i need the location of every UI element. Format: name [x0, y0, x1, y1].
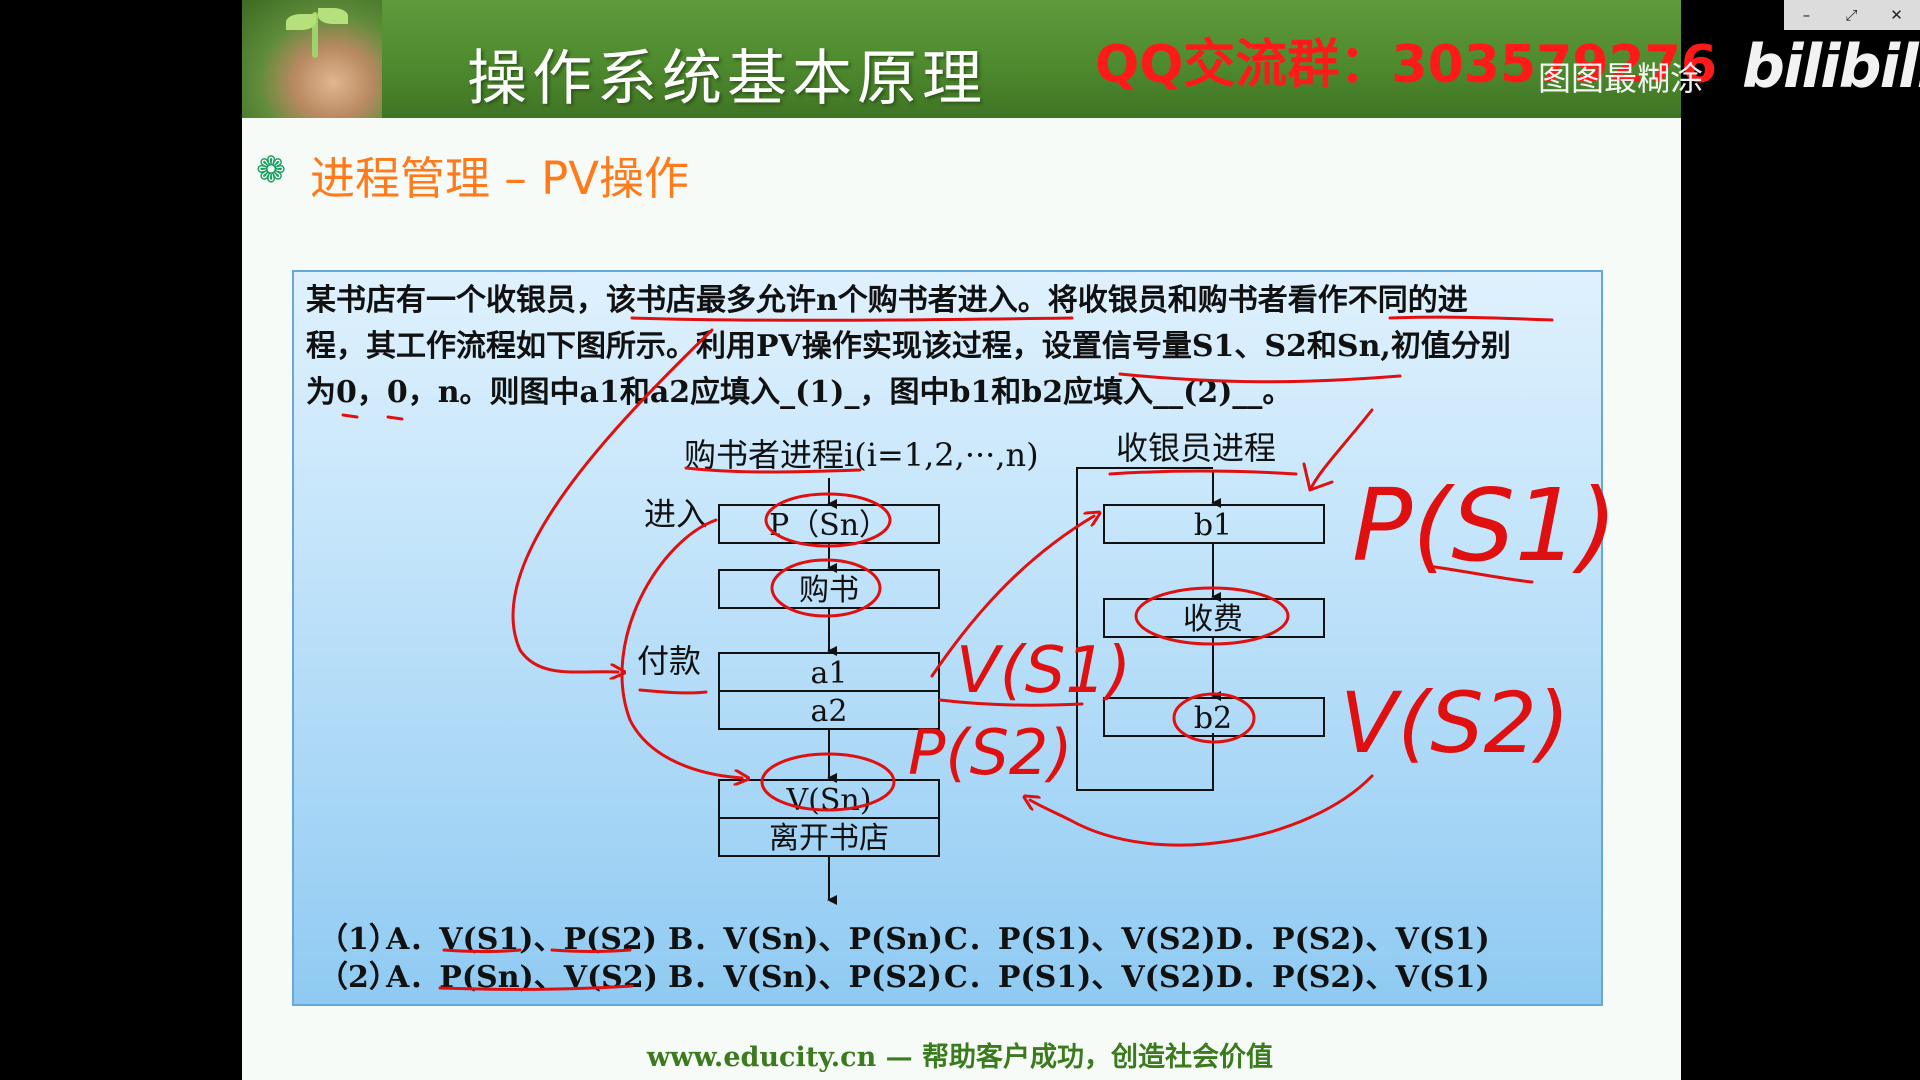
- circle-b2: [1172, 692, 1256, 744]
- bilibili-logo: bilibili: [1742, 32, 1920, 102]
- q1-option-d: D．P(S2)、V(S1): [1216, 922, 1490, 957]
- problem-line-1: 某书店有一个收银员，该书店最多允许n个购书者进入。将收银员和购书者看作不同的进: [306, 283, 1468, 318]
- step-b2: b2: [1194, 701, 1232, 736]
- uploader-watermark: 图图最糊涂: [1538, 59, 1703, 98]
- box-b2: [1103, 697, 1325, 737]
- arrow-to-a2: [1030, 774, 1374, 847]
- close-button[interactable]: ✕: [1890, 6, 1903, 24]
- qq-group-watermark: QQ交流群：303579276: [1095, 35, 1718, 95]
- minimize-button[interactable]: –: [1802, 6, 1811, 24]
- q2-option-c: C．P(S1)、V(S2): [944, 960, 1216, 995]
- step-p-sn: P（Sn）: [769, 508, 889, 543]
- cashier-process-title: 收银员进程: [1116, 429, 1276, 467]
- flower-bullet-icon: ❁: [256, 150, 287, 191]
- right-letterbox: [1681, 0, 1920, 1080]
- slide-footer: www.educity.cn — 帮助客户成功，创造社会价值: [646, 1042, 1274, 1073]
- problem-statement: 某书店有一个收银员，该书店最多允许n个购书者进入。将收银员和购书者看作不同的进 …: [306, 278, 1596, 416]
- circle-buy: [770, 558, 882, 618]
- underline-semaphores: [1118, 372, 1402, 384]
- arrow-to-pay: [511, 328, 714, 672]
- underline-p-s1: [1426, 564, 1534, 584]
- q2-option-a: A．P(Sn)、V(S2): [386, 960, 658, 995]
- underline-pay: [638, 688, 708, 695]
- handwritten-p-s2: P(S2): [908, 716, 1073, 789]
- underline-initial-values: [341, 413, 404, 421]
- label-pay: 付款: [637, 642, 701, 680]
- question-box: [292, 270, 1603, 1006]
- underline-between-processes: [938, 698, 1084, 707]
- handwritten-v-s2: V(S2): [1340, 674, 1570, 772]
- arrow-to-v-sn: [620, 518, 742, 778]
- q2-option-d: D．P(S2)、V(S1): [1216, 960, 1490, 995]
- section-heading: 进程管理 – PV操作: [310, 152, 690, 205]
- window-controls: – ⤢ ✕: [1784, 0, 1920, 30]
- step-buy-books: 购书: [799, 573, 859, 608]
- step-charge: 收费: [1183, 602, 1243, 637]
- step-a2: a2: [811, 694, 848, 729]
- underline-cashier-title: [1108, 469, 1298, 476]
- problem-line-2: 程，其工作流程如下图所示。利用PV操作实现该过程，设置信号量S1、S2和Sn,初…: [306, 329, 1511, 364]
- restore-button[interactable]: ⤢: [1845, 6, 1858, 24]
- label-enter: 进入: [644, 495, 708, 533]
- circle-charge: [1134, 586, 1290, 646]
- left-letterbox: [0, 0, 242, 1080]
- sprout-in-hands-image: [242, 0, 382, 118]
- arrow-to-b1-right: [1302, 408, 1374, 492]
- step-b1: b1: [1194, 508, 1232, 543]
- handwritten-labels: P(S1) V(S1) P(S2) V(S2): [908, 467, 1617, 789]
- circle-p-sn: [764, 492, 892, 548]
- circle-v-sn: [760, 752, 896, 812]
- q1-option-b: B．V(Sn)、P(Sn): [668, 922, 943, 957]
- handwritten-annotations: [341, 315, 1554, 847]
- q1-option-c: C．P(S1)、V(S2): [944, 922, 1216, 957]
- buyer-process-title: 购书者进程i(i=1,2,···,n): [684, 436, 1039, 474]
- step-a1: a1: [811, 656, 848, 691]
- problem-line-3: 为0，0，n。则图中a1和a2应填入_(1)_，图中b1和b2应填入__(2)_…: [306, 375, 1293, 410]
- q2-option-b: B．V(Sn)、P(S2): [668, 960, 942, 995]
- course-title: 操作系统基本原理: [467, 44, 987, 114]
- underline-different: [1388, 315, 1554, 322]
- handwritten-v-s1: V(S1): [956, 634, 1131, 708]
- q2-number: （2）: [318, 960, 399, 995]
- underline-buyer-title: [684, 466, 862, 474]
- q1-number: （1）: [318, 922, 399, 957]
- step-leave-store: 离开书店: [769, 821, 889, 856]
- step-v-sn: V(Sn): [786, 783, 872, 818]
- arrow-to-b1: [930, 516, 1094, 678]
- handwritten-p-s1: P(S1): [1352, 467, 1617, 584]
- underline-max-n: [630, 316, 1074, 322]
- slide-banner: 操作系统基本原理: [242, 0, 1681, 118]
